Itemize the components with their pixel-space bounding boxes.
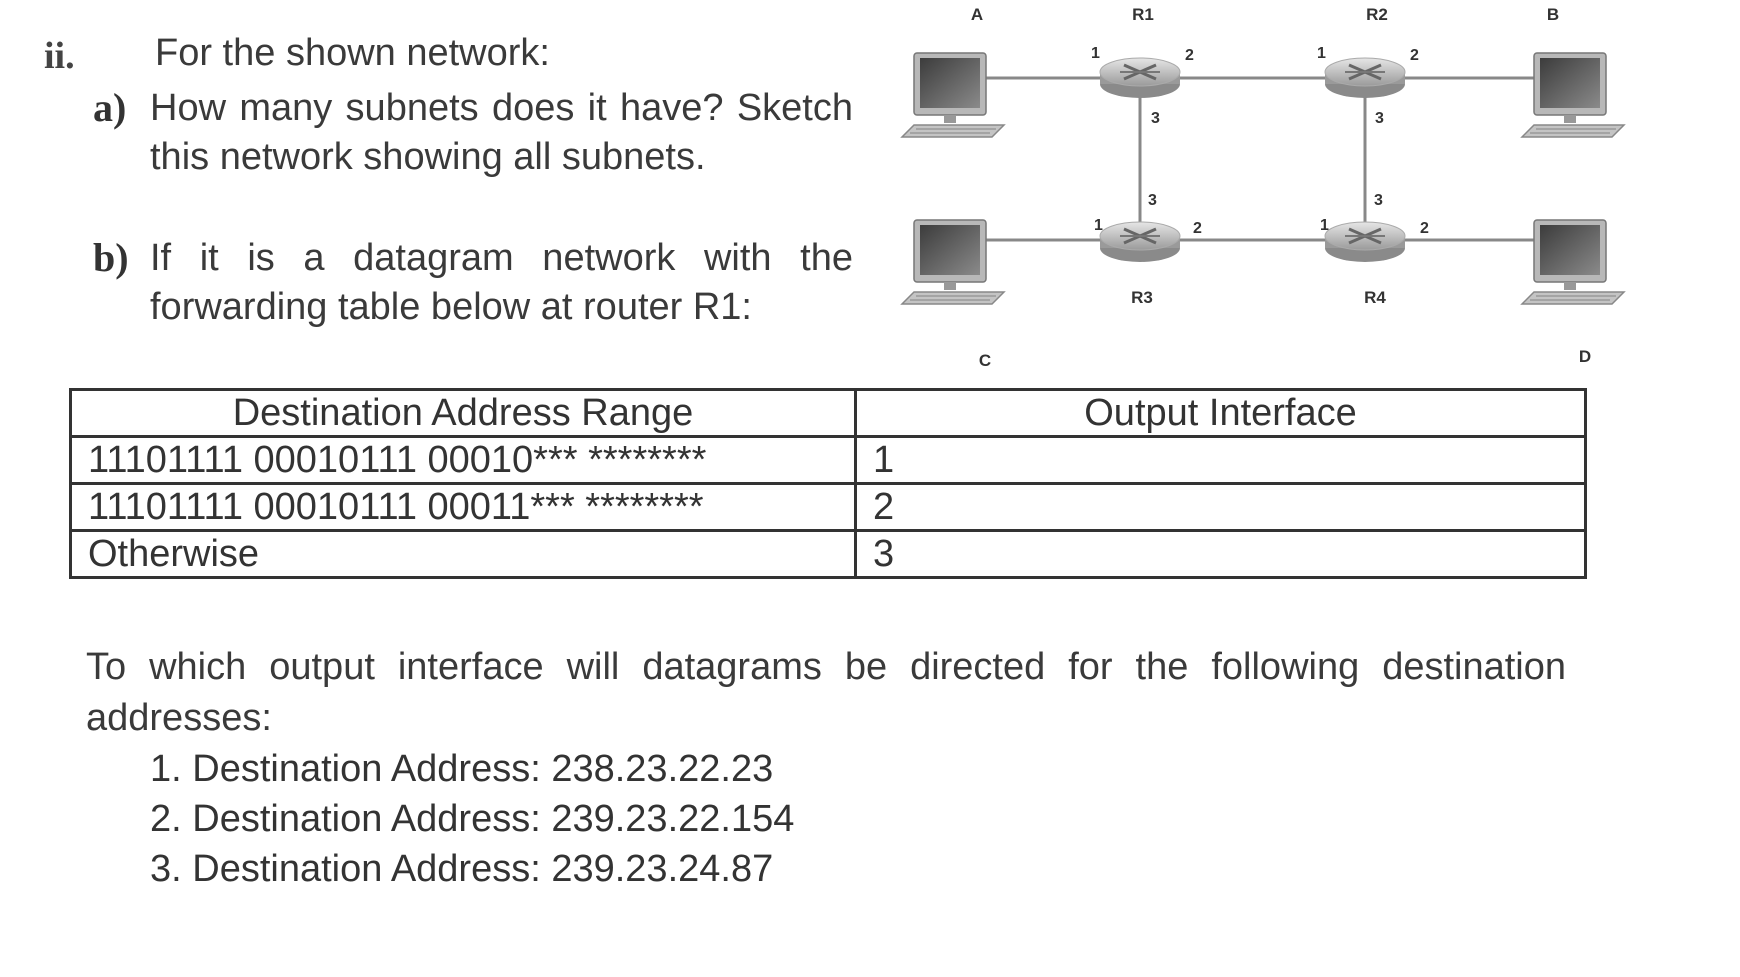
router-r1-label: R1 <box>1132 5 1154 24</box>
r3-if2: 2 <box>1193 220 1202 237</box>
r4-if2: 2 <box>1420 220 1429 237</box>
header-output-interface: Output Interface <box>854 388 1587 438</box>
list-item: 2. Destination Address: 239.23.22.154 <box>150 798 795 840</box>
router-r2-icon <box>1323 56 1407 100</box>
router-r1-icon <box>1098 56 1182 100</box>
part-b-text: If it is a datagram network with the for… <box>150 237 853 328</box>
router-r3-label: R3 <box>1131 288 1153 307</box>
part-b-marker: b) <box>93 235 129 280</box>
intro-text: For the shown network: <box>155 32 550 74</box>
router-r4-icon <box>1323 220 1407 264</box>
row-range: 11101111 00010111 00011*** ******** <box>69 482 857 532</box>
list-item: 3. Destination Address: 239.23.24.87 <box>150 848 774 890</box>
host-a-icon <box>901 52 1005 138</box>
list-item: 1. Destination Address: 238.23.22.23 <box>150 748 774 790</box>
table-row: Otherwise 3 <box>69 529 1587 579</box>
router-r4-label: R4 <box>1364 288 1386 307</box>
table-header-row: Destination Address Range Output Interfa… <box>69 388 1587 438</box>
r2-if3: 3 <box>1375 110 1384 127</box>
part-a: a) How many subnets does it have? Sketch… <box>93 84 853 182</box>
part-a-marker: a) <box>93 85 127 130</box>
table-row: 11101111 00010111 00010*** ******** 1 <box>69 435 1587 485</box>
part-b: b) If it is a datagram network with the … <box>93 234 853 332</box>
host-c-label: C <box>979 351 991 370</box>
forwarding-table: Destination Address Range Output Interfa… <box>69 388 1587 579</box>
r3-if1: 1 <box>1094 217 1103 234</box>
host-a-label: A <box>971 5 983 24</box>
router-r3-icon <box>1098 220 1182 264</box>
router-r2-label: R2 <box>1366 5 1388 24</box>
host-b-icon <box>1521 52 1625 138</box>
host-d-icon <box>1521 219 1625 305</box>
table-row: 11101111 00010111 00011*** ******** 2 <box>69 482 1587 532</box>
r3-if3: 3 <box>1148 192 1157 209</box>
r1-if1: 1 <box>1091 45 1100 62</box>
question-number: ii. <box>44 35 75 77</box>
question-text: To which output interface will datagrams… <box>86 646 1566 739</box>
r2-if1: 1 <box>1317 45 1326 62</box>
r2-if2: 2 <box>1410 47 1419 64</box>
host-c-icon <box>901 219 1005 305</box>
row-interface: 1 <box>854 435 1587 485</box>
host-b-label: B <box>1547 5 1559 24</box>
header-destination-range: Destination Address Range <box>69 388 857 438</box>
network-diagram: A B C D R1 R2 R3 R4 1 2 3 1 2 3 1 2 3 1 … <box>901 5 1625 370</box>
row-interface: 3 <box>854 529 1587 579</box>
address-list: 1. Destination Address: 238.23.22.23 2. … <box>150 744 794 894</box>
r4-if3: 3 <box>1374 192 1383 209</box>
r1-if2: 2 <box>1185 47 1194 64</box>
r1-if3: 3 <box>1151 110 1160 127</box>
part-a-text: How many subnets does it have? Sketch th… <box>150 87 853 178</box>
row-interface: 2 <box>854 482 1587 532</box>
host-d-label: D <box>1579 347 1591 366</box>
row-range: 11101111 00010111 00010*** ******** <box>69 435 857 485</box>
row-range: Otherwise <box>69 529 857 579</box>
r4-if1: 1 <box>1320 217 1329 234</box>
